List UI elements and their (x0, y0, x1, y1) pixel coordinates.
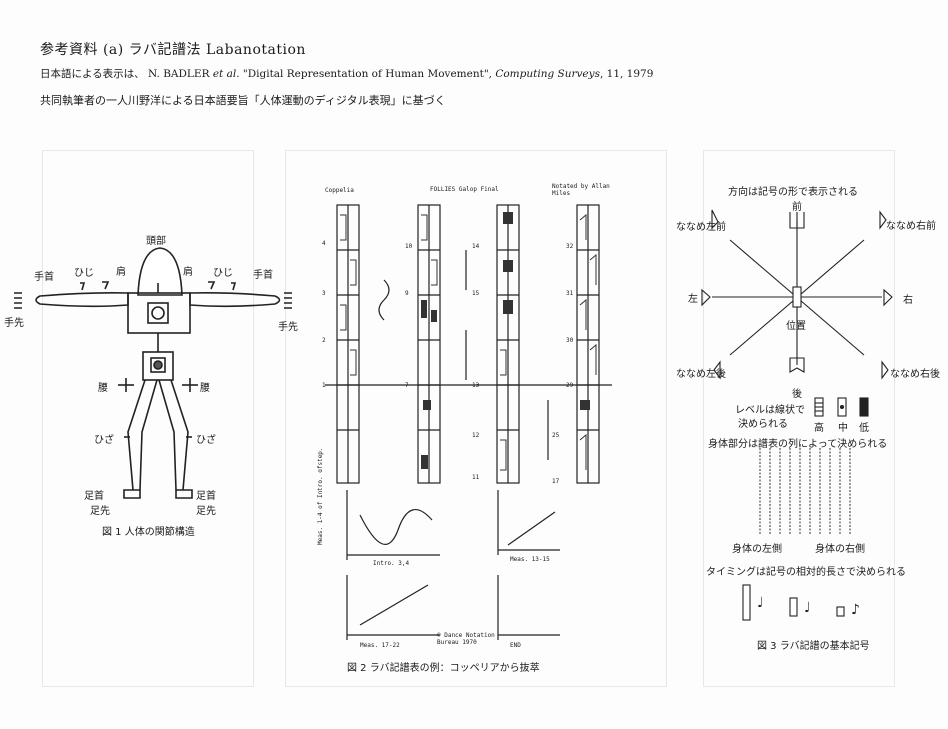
level-mid-label: 中 (838, 419, 848, 434)
level-high-label: 高 (814, 419, 824, 434)
sixteenth-note-icon: ♪ (851, 602, 860, 618)
eighth-note-icon: ♩ (804, 600, 811, 616)
figure3-caption: 図 3 ラバ記譜の基本記号 (757, 637, 870, 652)
quarter-note-icon: ♩ (757, 595, 764, 611)
left-side-label: 身体の左側 (732, 540, 782, 555)
right-side-label: 身体の右側 (815, 540, 865, 555)
level-low-label: 低 (859, 419, 869, 434)
level-text-2: 決められる (738, 415, 788, 430)
body-parts-text: 身体部分は譜表の列によって決められる (708, 435, 887, 450)
level-text-1: レベルは線状で (735, 401, 805, 416)
timing-text: タイミングは記号の相対的長さで決められる (706, 563, 906, 578)
